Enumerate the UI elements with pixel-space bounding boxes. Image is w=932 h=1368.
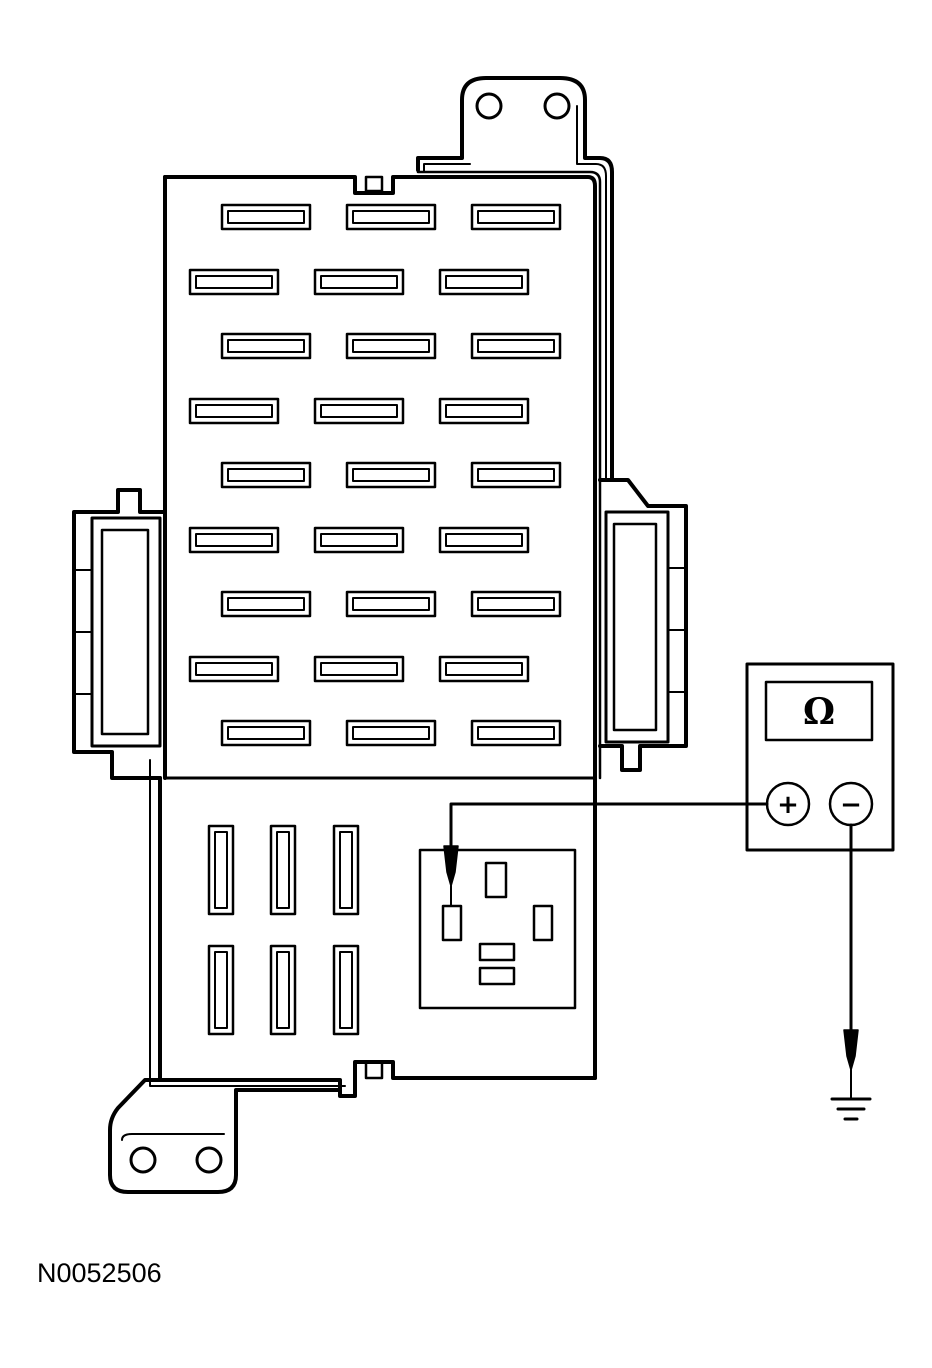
relay-terminal-86: [532, 904, 554, 942]
maxi-fuse-slot: [207, 944, 235, 1036]
maxi-fuse-slot-inner: [276, 831, 290, 909]
fuse-slot-inner: [227, 339, 305, 353]
maxi-fuse-slot-inner: [214, 831, 228, 909]
fuse-slot-inner: [445, 533, 523, 547]
fuse-slot: [313, 655, 405, 683]
fuse-slot: [470, 461, 562, 489]
fuse-slot-inner: [320, 662, 398, 676]
top-latch: [364, 175, 384, 193]
fuse-slot-inner: [227, 210, 305, 224]
lower-housing-outline: [158, 776, 597, 1098]
fuse-slot-grid: [188, 203, 562, 747]
fuse-slot-inner: [352, 597, 430, 611]
top-mount-hole-right: [543, 92, 571, 120]
fuse-slot-inner: [477, 468, 555, 482]
fuse-slot-inner: [352, 726, 430, 740]
relay-terminal-85b: [478, 966, 516, 986]
bottom-latch: [364, 1060, 384, 1080]
bottom-mount-hole-left: [129, 1146, 157, 1174]
relay-socket: [418, 848, 577, 1010]
maxi-fuse-slot: [269, 944, 297, 1036]
fuse-slot: [220, 719, 312, 747]
fuse-slot-inner: [477, 597, 555, 611]
maxi-fuse-slot: [207, 824, 235, 916]
bottom-mount-hole-right: [195, 1146, 223, 1174]
fuse-slot-inner: [320, 533, 398, 547]
fuse-slot-inner: [477, 726, 555, 740]
fuse-slot: [438, 268, 530, 296]
figure-id-label: N0052506: [37, 1258, 162, 1288]
fuse-slot: [438, 655, 530, 683]
fuse-slot: [220, 461, 312, 489]
fuse-slot: [470, 203, 562, 231]
relay-terminal-30: [441, 904, 463, 942]
maxi-fuse-slot-inner: [214, 951, 228, 1029]
fuse-slot-inner: [477, 339, 555, 353]
fuse-slot-inner: [320, 404, 398, 418]
fuse-slot-inner: [477, 210, 555, 224]
fuse-slot-inner: [445, 404, 523, 418]
fuse-slot: [313, 526, 405, 554]
left-connector: [72, 488, 167, 780]
fuse-slot-inner: [195, 533, 273, 547]
top-mounting-bracket: [416, 76, 614, 482]
relay-terminal-85a: [478, 942, 516, 962]
ground-symbol-icon: [830, 1097, 872, 1121]
fuse-slot: [188, 268, 280, 296]
ohm-symbol: Ω: [803, 691, 835, 733]
maxi-fuse-slot-inner: [276, 951, 290, 1029]
fuse-slot: [345, 590, 437, 618]
fuse-slot-inner: [352, 468, 430, 482]
ohmmeter-body: [745, 662, 895, 852]
fuse-slot-inner: [445, 662, 523, 676]
housing-outline: [163, 175, 420, 195]
positive-test-lead: [449, 802, 769, 850]
right-connector: [598, 478, 688, 772]
fuse-slot: [470, 590, 562, 618]
test-probe-icon: [443, 845, 459, 907]
fuse-slot: [470, 332, 562, 360]
relay-terminal-87: [484, 861, 508, 899]
fuse-slot: [188, 397, 280, 425]
fuse-slot: [188, 526, 280, 554]
fuse-slot: [220, 203, 312, 231]
fuse-slot-inner: [195, 275, 273, 289]
fuse-slot: [345, 461, 437, 489]
ground-probe-icon: [843, 1029, 859, 1099]
maxi-fuse-slot-inner: [339, 951, 353, 1029]
fuse-slot: [313, 268, 405, 296]
fuse-slot-inner: [352, 339, 430, 353]
fuse-slot-inner: [195, 404, 273, 418]
fuse-slot: [438, 397, 530, 425]
fuse-slot-inner: [227, 726, 305, 740]
fuse-slot-inner: [320, 275, 398, 289]
fuse-slot: [438, 526, 530, 554]
maxi-fuse-slot-grid: [207, 824, 360, 1036]
fuse-slot: [220, 590, 312, 618]
bottom-mounting-bracket: [108, 1078, 342, 1194]
fuse-slot-inner: [195, 662, 273, 676]
fuse-slot-inner: [445, 275, 523, 289]
fuse-slot: [188, 655, 280, 683]
fuse-slot: [345, 203, 437, 231]
fuse-slot-inner: [352, 210, 430, 224]
maxi-fuse-slot: [332, 944, 360, 1036]
top-mount-hole-left: [475, 92, 503, 120]
positive-sign: +: [777, 790, 799, 820]
fuse-slot: [345, 332, 437, 360]
fuse-slot: [345, 719, 437, 747]
fuse-slot-inner: [227, 468, 305, 482]
fuse-slot: [220, 332, 312, 360]
fuse-slot: [470, 719, 562, 747]
fuse-slot-inner: [227, 597, 305, 611]
maxi-fuse-slot: [269, 824, 297, 916]
ohmmeter-icon: [745, 662, 895, 852]
fuse-slot: [313, 397, 405, 425]
ohmmeter-display: [764, 680, 874, 742]
maxi-fuse-slot-inner: [339, 831, 353, 909]
maxi-fuse-slot: [332, 824, 360, 916]
negative-sign: −: [840, 790, 862, 820]
